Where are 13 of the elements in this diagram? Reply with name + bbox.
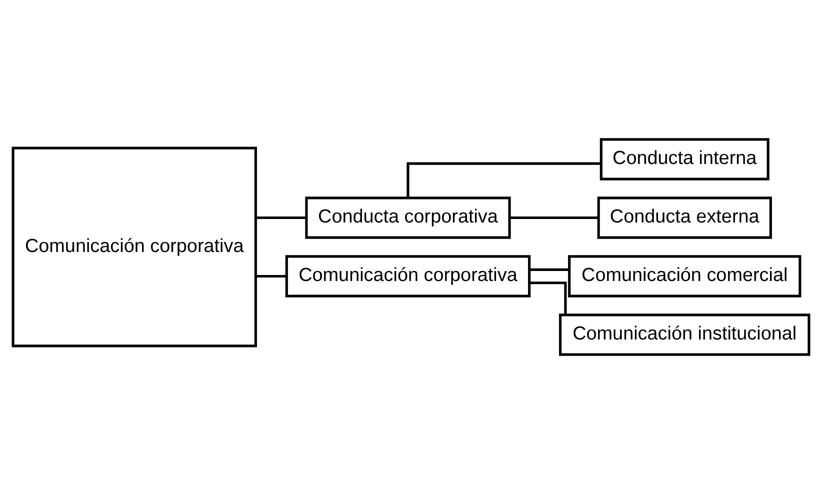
connector: [510, 216, 598, 219]
connector: [406, 162, 601, 198]
node-box: Comunicación institucional: [559, 313, 810, 356]
connector: [529, 281, 567, 314]
node-box: Comunicación corporativa: [285, 254, 531, 297]
connector: [529, 268, 570, 270]
node-box: Comunicación corporativa: [12, 146, 257, 347]
connector: [256, 274, 286, 278]
node-box: Conducta externa: [597, 196, 772, 238]
connector: [256, 216, 306, 219]
node-box: Comunicación comercial: [568, 254, 802, 297]
node-box: Conducta interna: [600, 138, 770, 180]
node-box: Conducta corporativa: [305, 196, 511, 238]
